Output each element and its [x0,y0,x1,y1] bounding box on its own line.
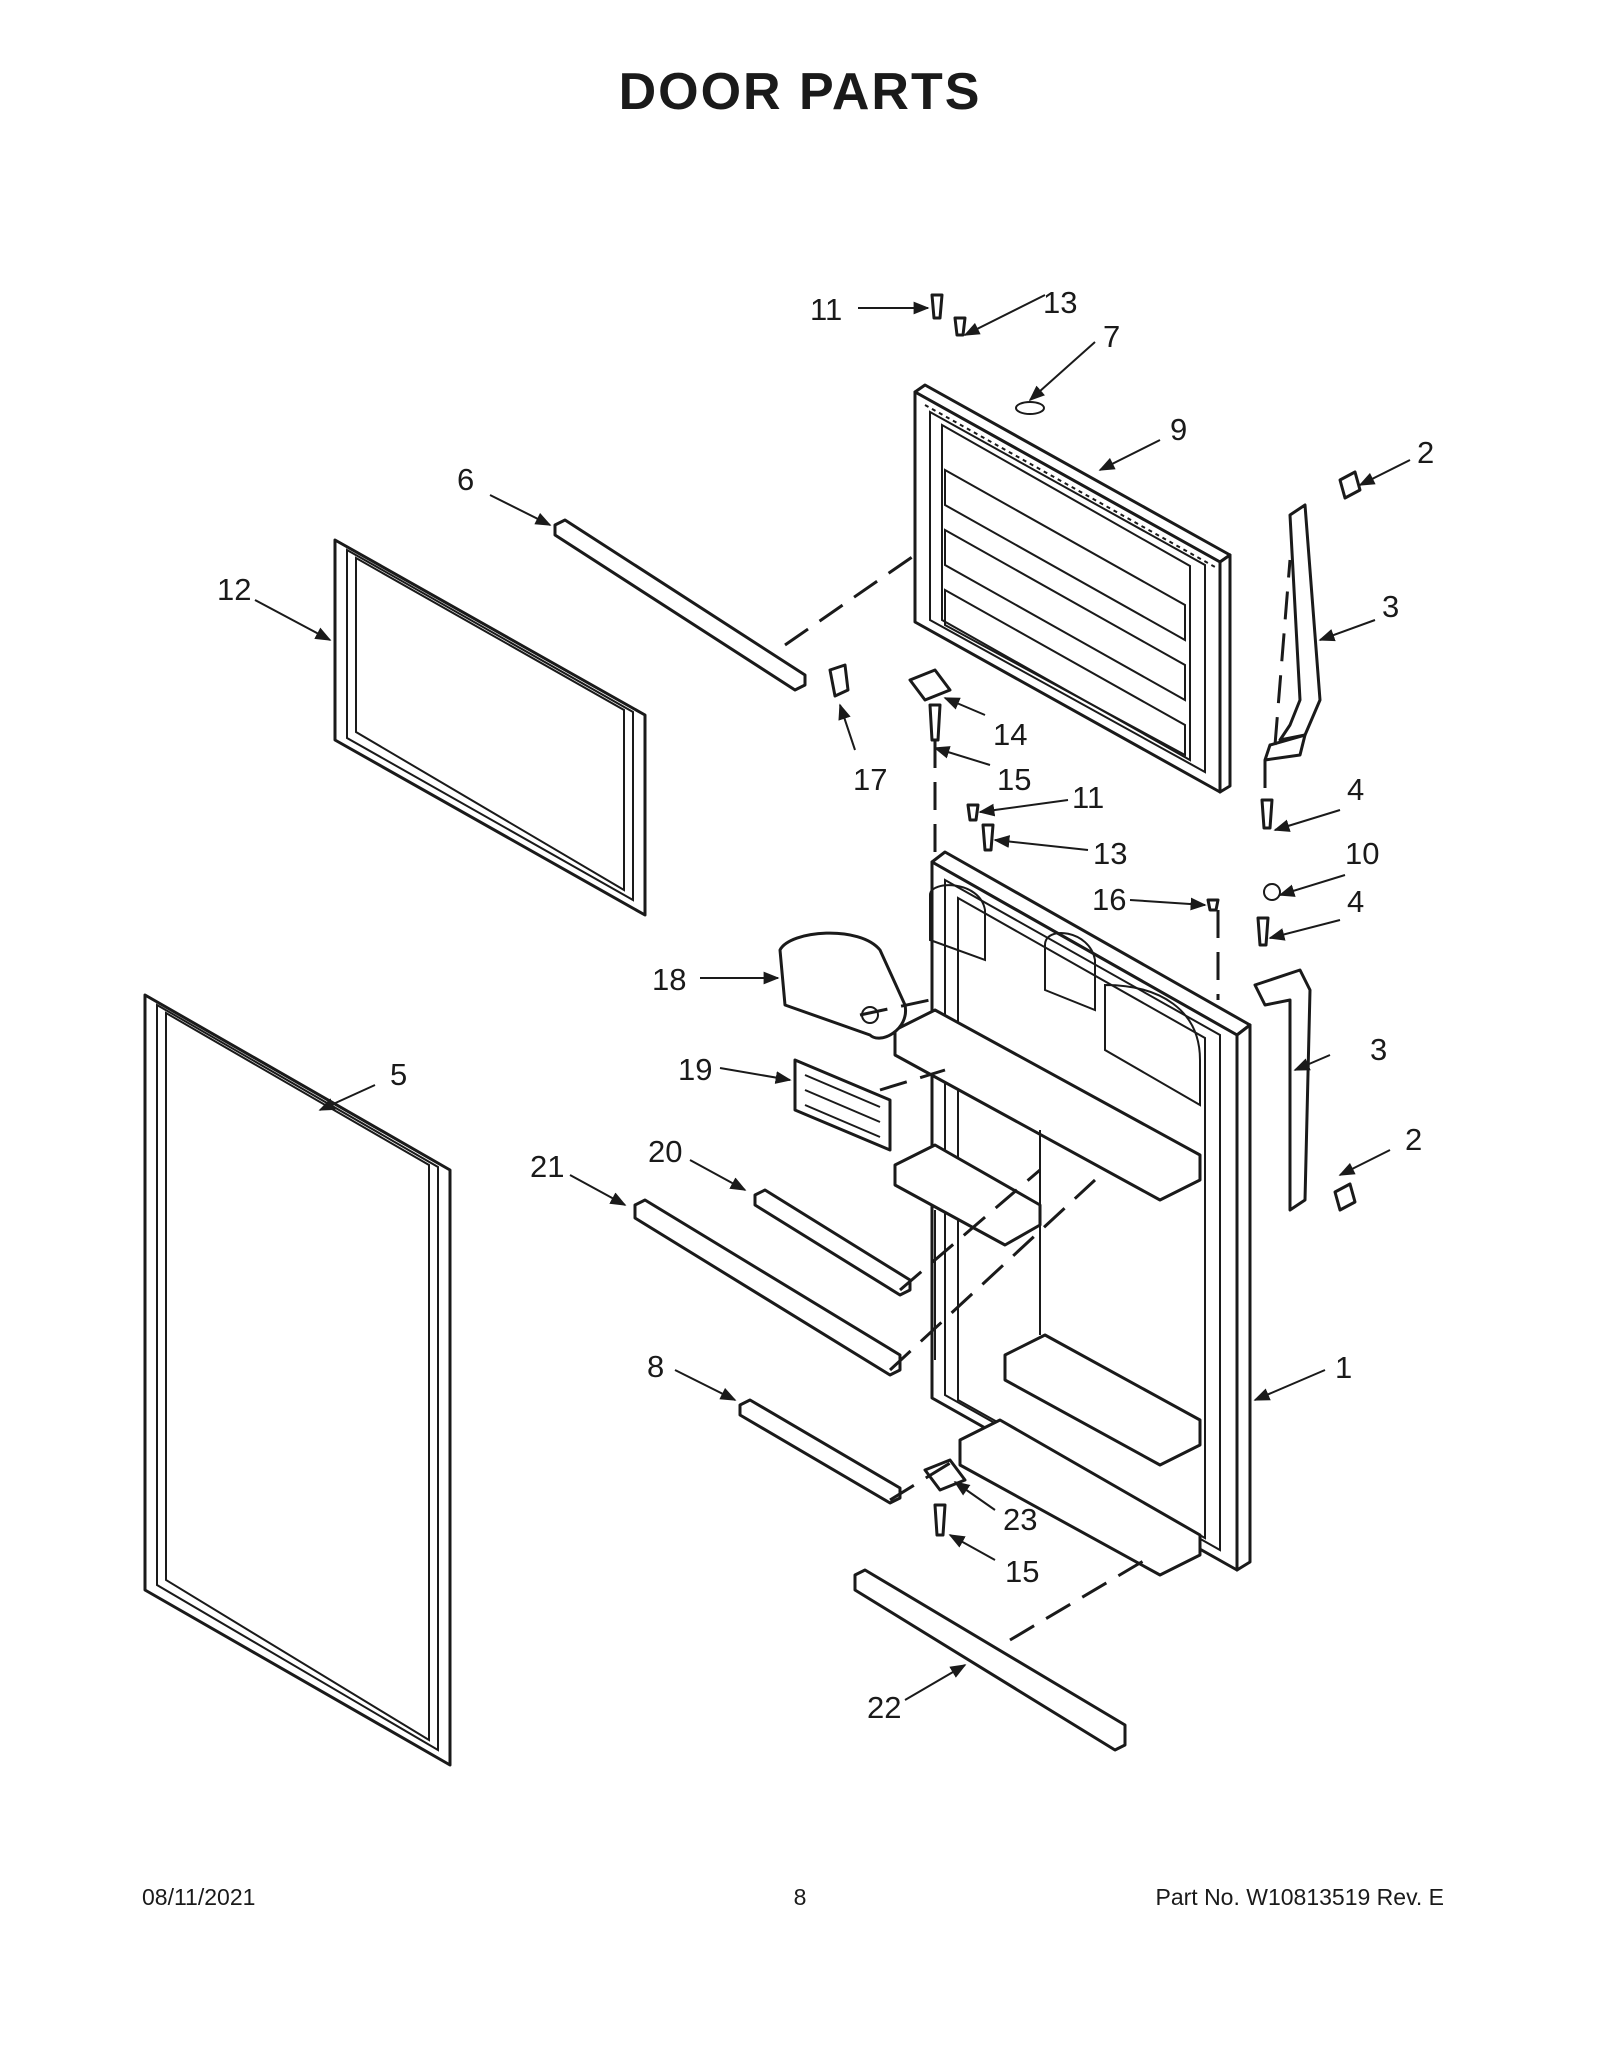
callout-leaders [254,294,1411,1701]
trim-strip-6 [553,518,807,692]
trim-strip-21 [633,1198,902,1377]
door-hinge-bracket-14 [908,668,952,702]
middle-hinge [1253,968,1312,1212]
assembly-lines [784,553,1292,1642]
callout-11: 11 [1072,780,1104,815]
callout-22: 22 [867,1690,901,1725]
callout-2: 2 [1417,435,1434,470]
door-stop-17 [828,663,850,698]
callout-3: 3 [1382,589,1399,624]
callout-11: 11 [810,292,842,327]
callout-7: 7 [1103,319,1120,354]
callout-12: 12 [217,572,251,607]
callout-4: 4 [1347,772,1364,807]
footer-date: 08/11/2021 [142,1884,256,1910]
callout-15: 15 [1005,1554,1039,1589]
upper-hinge [1263,503,1322,762]
callout-8: 8 [647,1349,664,1384]
door-screws [928,293,1281,1537]
callout-9: 9 [1170,412,1187,447]
refrigerator-door-liner [893,850,1252,1577]
freezer-door-gasket [333,538,647,917]
callout-18: 18 [652,962,686,997]
callout-16: 16 [1092,882,1126,917]
callout-1: 1 [1335,1350,1352,1385]
callout-labels: 11 13 7 9 2 6 3 12 14 15 17 11 4 13 10 1… [217,285,1434,1725]
trim-strip-8 [738,1398,902,1505]
hinge-pin-cover-2-top [1338,470,1362,500]
callout-5: 5 [390,1057,407,1092]
callout-19: 19 [678,1052,712,1087]
callout-23: 23 [1003,1502,1037,1537]
callout-14: 14 [993,717,1027,752]
hinge-pin-cover-2-bottom [1333,1182,1357,1212]
callout-13: 13 [1043,285,1077,320]
callout-3: 3 [1370,1032,1387,1067]
footer-page-number: 8 [793,1884,807,1910]
callout-10: 10 [1345,836,1379,871]
callout-21: 21 [530,1149,564,1184]
callout-13: 13 [1093,836,1127,871]
callout-15: 15 [997,762,1031,797]
page-title: DOOR PARTS [618,63,982,121]
callout-2: 2 [1405,1122,1422,1157]
trim-strip-22 [853,1568,1127,1752]
dairy-door-cover [778,931,907,1040]
trim-strip-20 [753,1188,912,1297]
freezer-door-liner [913,383,1232,794]
callout-17: 17 [853,762,887,797]
refrigerator-door-gasket [143,993,452,1767]
door-bin-insert [793,1058,892,1152]
callout-4: 4 [1347,884,1364,919]
footer-part-number: Part No. W10813519 Rev. E [1155,1884,1445,1910]
callout-6: 6 [457,462,474,497]
callout-20: 20 [648,1134,682,1169]
